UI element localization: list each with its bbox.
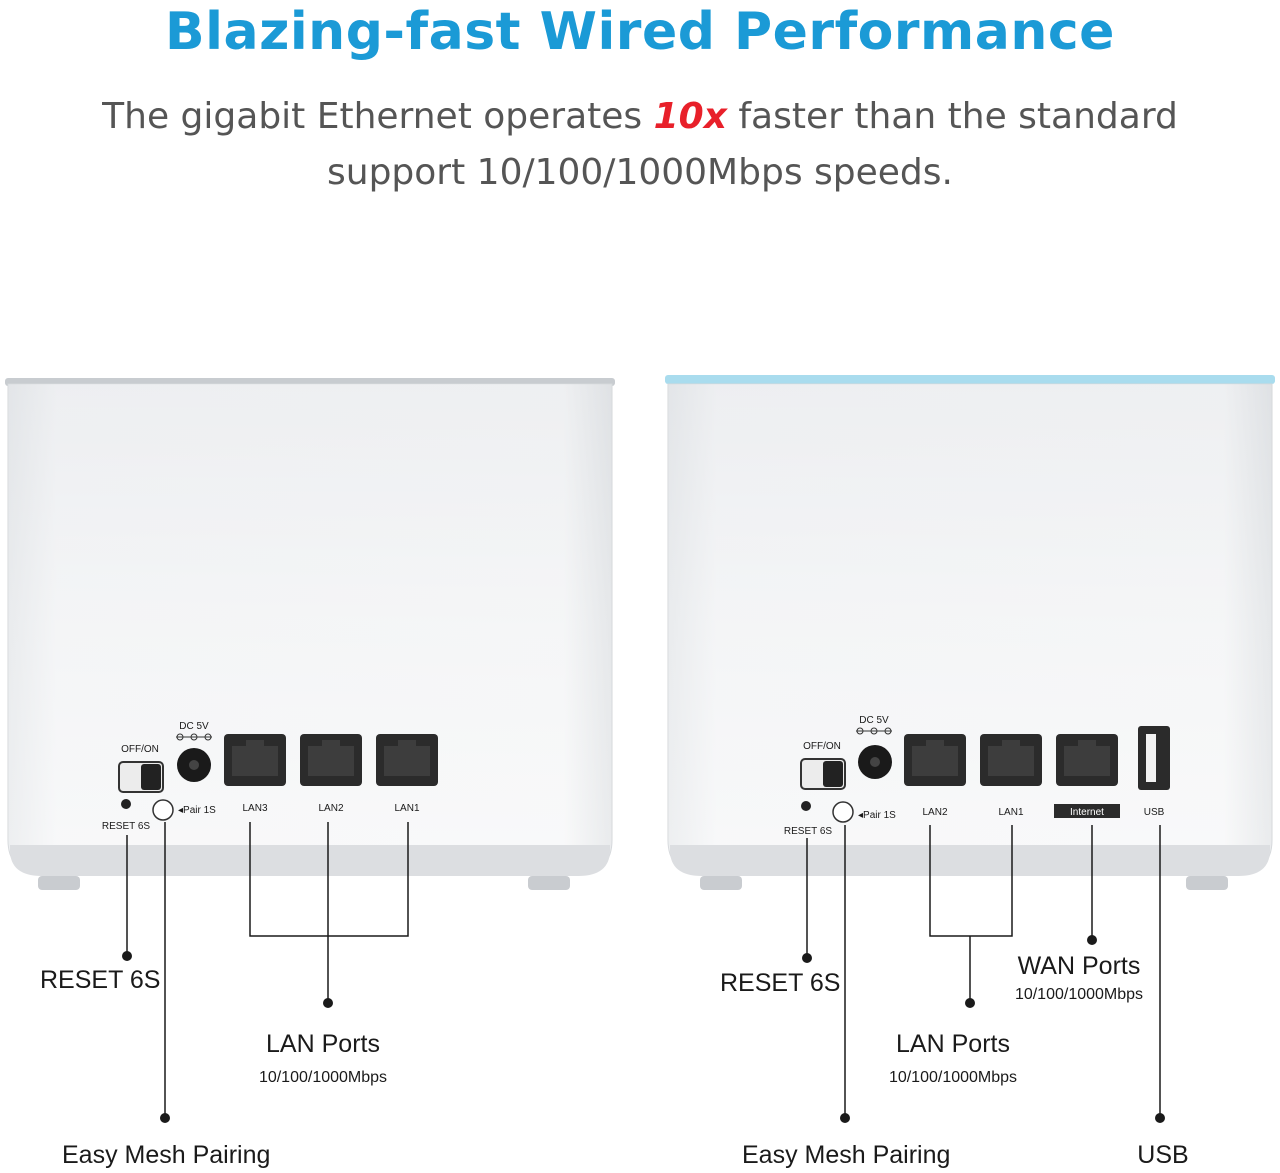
wan-speed: 10/100/1000Mbps: [1015, 986, 1143, 1003]
reset-callout: RESET 6S: [40, 966, 160, 994]
pair-button[interactable]: [832, 801, 854, 823]
lan1-port[interactable]: [980, 734, 1042, 786]
lan-callout: LAN Ports: [896, 1030, 1010, 1058]
usb-port[interactable]: [1138, 726, 1170, 790]
dc-power-jack[interactable]: [177, 748, 211, 782]
port-label: Internet: [1070, 807, 1104, 818]
wan-callout: WAN Ports: [1018, 952, 1141, 980]
callout-lines: [126, 822, 409, 1118]
lan1-port[interactable]: [376, 734, 438, 786]
switch-label: OFF/ON: [121, 744, 159, 755]
headline: Blazing-fast Wired Performance: [165, 2, 1115, 62]
subtitle-line-1: The gigabit Ethernet operates 10x faster…: [0, 96, 1280, 137]
lan2-port[interactable]: [904, 734, 966, 786]
usb-callout: USB: [1137, 1141, 1188, 1169]
dc-symbol-icon: [176, 733, 212, 741]
power-switch[interactable]: [118, 761, 164, 793]
lan3-port[interactable]: [224, 734, 286, 786]
port-label: LAN1: [998, 807, 1023, 818]
port-label: LAN3: [242, 803, 267, 814]
right-router: OFF/ON DC 5V RESET 6S ◂Pair 1S: [665, 375, 1275, 1169]
dc-label: DC 5V: [179, 721, 209, 732]
internet-port[interactable]: [1056, 734, 1118, 786]
pair-label: ◂Pair 1S: [858, 810, 896, 821]
reset-label: RESET 6S: [102, 821, 150, 832]
reset-button[interactable]: [121, 799, 131, 809]
mesh-callout: Easy Mesh Pairing: [62, 1141, 270, 1169]
port-label: LAN2: [922, 807, 947, 818]
speed-highlight: 10x: [653, 96, 727, 137]
callout-lines: [806, 825, 1161, 1118]
switch-label: OFF/ON: [803, 741, 841, 752]
port-label: LAN2: [318, 803, 343, 814]
lan-speed: 10/100/1000Mbps: [259, 1069, 387, 1086]
lan-callout: LAN Ports: [266, 1030, 380, 1058]
subtitle-text-2: faster than the standard: [726, 96, 1178, 137]
reset-button[interactable]: [801, 801, 811, 811]
mesh-callout: Easy Mesh Pairing: [742, 1141, 950, 1169]
lan-speed: 10/100/1000Mbps: [889, 1069, 1017, 1086]
dc-label: DC 5V: [859, 715, 889, 726]
left-router: OFF/ON DC 5V RESET 6S ◂Pair 1S: [5, 378, 615, 1169]
lan2-port[interactable]: [300, 734, 362, 786]
port-label: LAN1: [394, 803, 419, 814]
power-switch[interactable]: [800, 758, 846, 790]
subtitle-line-2: support 10/100/1000Mbps speeds.: [327, 152, 953, 193]
internet-label-badge: [1054, 804, 1120, 818]
dc-symbol-icon: [856, 727, 892, 735]
reset-callout: RESET 6S: [720, 969, 840, 997]
pair-button[interactable]: [152, 799, 174, 821]
dc-power-jack[interactable]: [858, 745, 892, 779]
reset-label: RESET 6S: [784, 826, 832, 837]
port-label: USB: [1144, 807, 1165, 818]
subtitle-text: The gigabit Ethernet operates: [102, 96, 654, 137]
pair-label: ◂Pair 1S: [178, 805, 216, 816]
